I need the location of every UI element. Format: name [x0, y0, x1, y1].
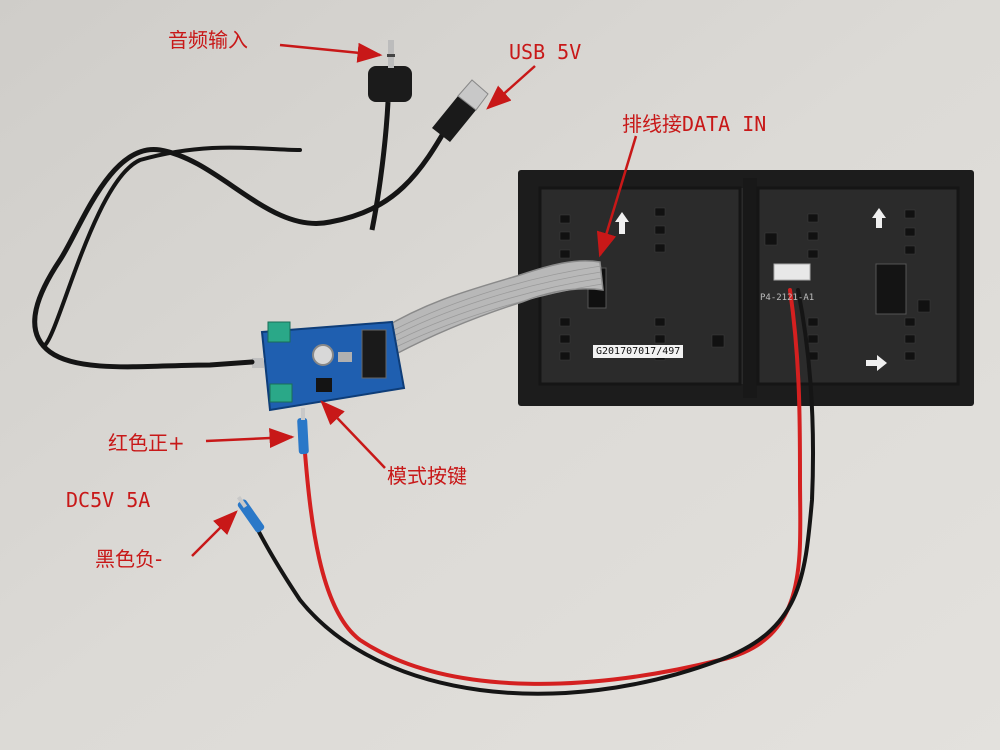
controller-board	[252, 320, 406, 412]
red-wire	[302, 288, 803, 686]
black-wire	[246, 288, 816, 696]
arrow-audio	[279, 42, 383, 63]
label-ribbon-data-in: 排线接DATA IN	[622, 112, 767, 136]
label-power-spec: DC5V 5A	[66, 488, 151, 512]
arrow-data-in	[596, 135, 638, 258]
label-mode-button: 模式按键	[387, 464, 467, 488]
ribbon-cable	[378, 260, 604, 355]
label-usb: USB 5V	[509, 40, 582, 64]
audio-splitter	[368, 40, 412, 231]
arrow-red-positive	[205, 428, 295, 449]
label-audio-input: 音频输入	[168, 28, 248, 52]
label-red-positive: 红色正+	[108, 431, 185, 455]
arrow-mode-button	[320, 400, 386, 469]
arrow-black-negative	[191, 510, 238, 557]
label-black-negative: 黑色负-	[95, 547, 163, 571]
usb-cable	[32, 115, 455, 370]
panel-serial-sticker: G201707017/497	[593, 345, 684, 358]
arrow-usb	[486, 65, 536, 110]
